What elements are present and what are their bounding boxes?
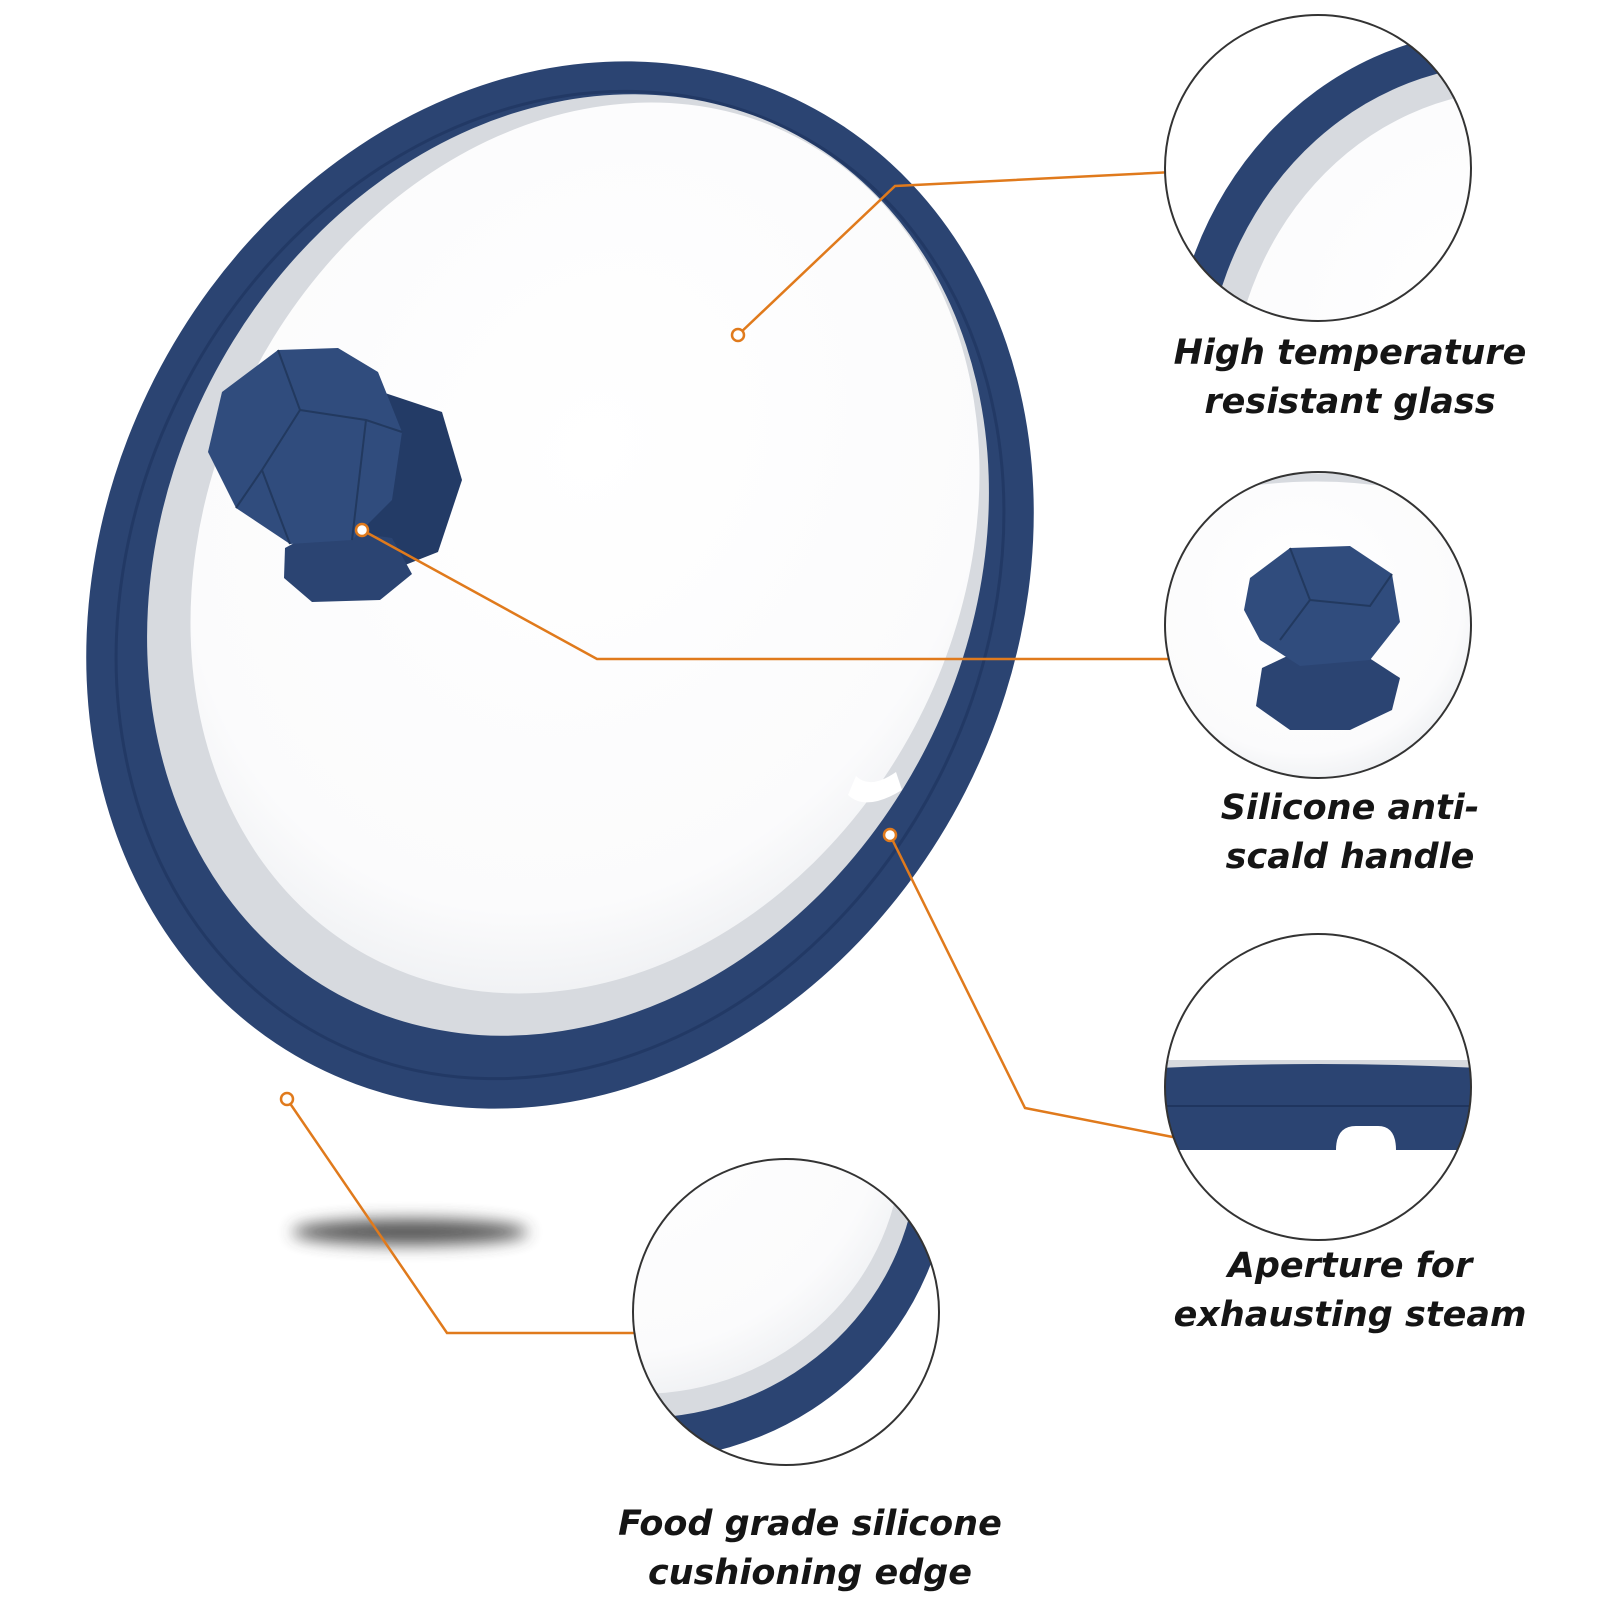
leader-lines [285, 169, 1195, 1335]
dot-steam [882, 827, 898, 843]
caption-glass-line-1: High temperature [1173, 333, 1527, 373]
dot-handle [354, 522, 370, 538]
leader-handle [361, 528, 1194, 661]
caption-handle-line-2: scald handle [1225, 837, 1475, 877]
detail-glass [1164, 14, 1472, 322]
caption-edge-line-2: cushioning edge [647, 1553, 973, 1593]
lid-shadow [292, 1219, 528, 1245]
silicone-rim-edge-line [114, 89, 1006, 1081]
leader-glass [737, 169, 1195, 336]
caption-steam-line-2: exhausting steam [1173, 1295, 1527, 1335]
detail-steam [1164, 933, 1472, 1241]
dot-edge [279, 1091, 295, 1107]
detail-handle [1164, 471, 1472, 779]
caption-handle: Silicone anti- scald handle [1140, 784, 1560, 882]
glass-panel [190, 102, 980, 994]
caption-edge: Food grade silicone cushioning edge [570, 1500, 1050, 1598]
caption-glass-line-2: resistant glass [1204, 382, 1496, 422]
glass-lid [86, 61, 1034, 1109]
caption-glass: High temperature resistant glass [1140, 329, 1560, 427]
dot-glass [730, 327, 746, 343]
leader-dots [279, 327, 898, 1107]
steam-aperture [848, 772, 902, 803]
caption-steam-line-1: Aperture for [1227, 1246, 1473, 1286]
caption-handle-line-1: Silicone anti- [1220, 788, 1480, 828]
leader-edge [285, 1098, 640, 1335]
caption-edge-line-1: Food grade silicone [618, 1504, 1002, 1544]
knob [208, 348, 462, 602]
leader-steam [888, 834, 1189, 1142]
caption-steam: Aperture for exhausting steam [1125, 1242, 1575, 1340]
